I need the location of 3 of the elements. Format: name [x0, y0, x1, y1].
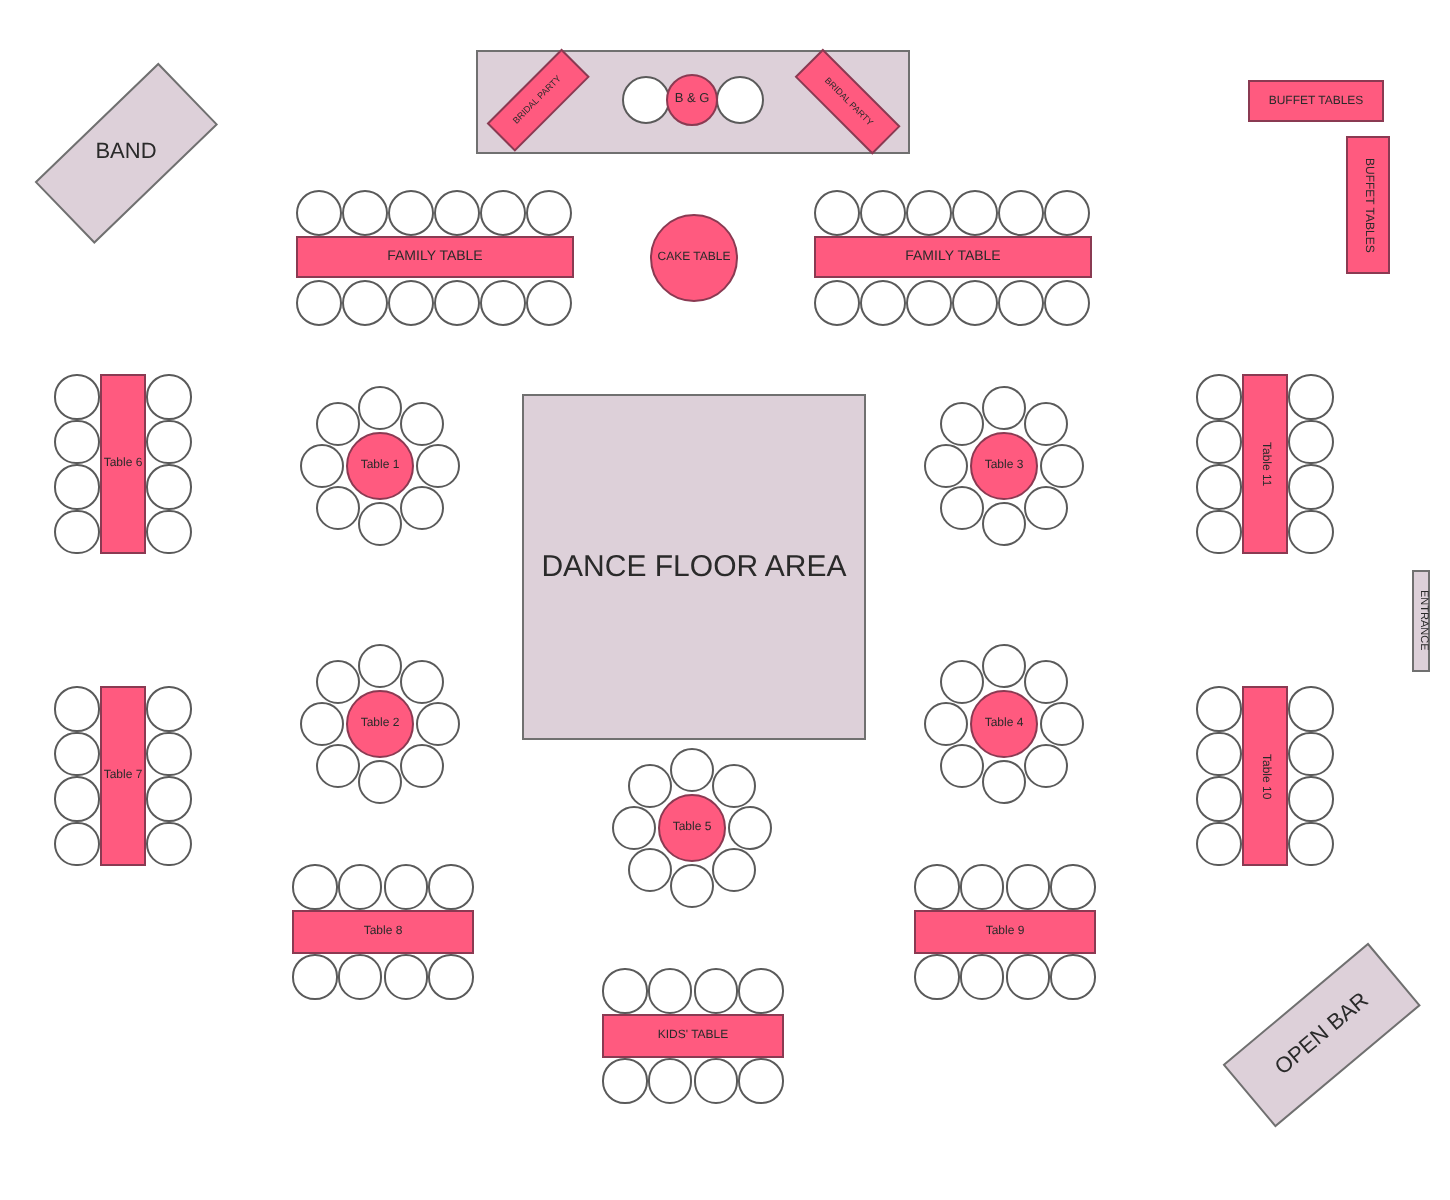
dance-floor: DANCE FLOOR AREA: [522, 394, 866, 740]
stage-label: BAND: [95, 141, 157, 164]
head-table: [476, 50, 910, 154]
